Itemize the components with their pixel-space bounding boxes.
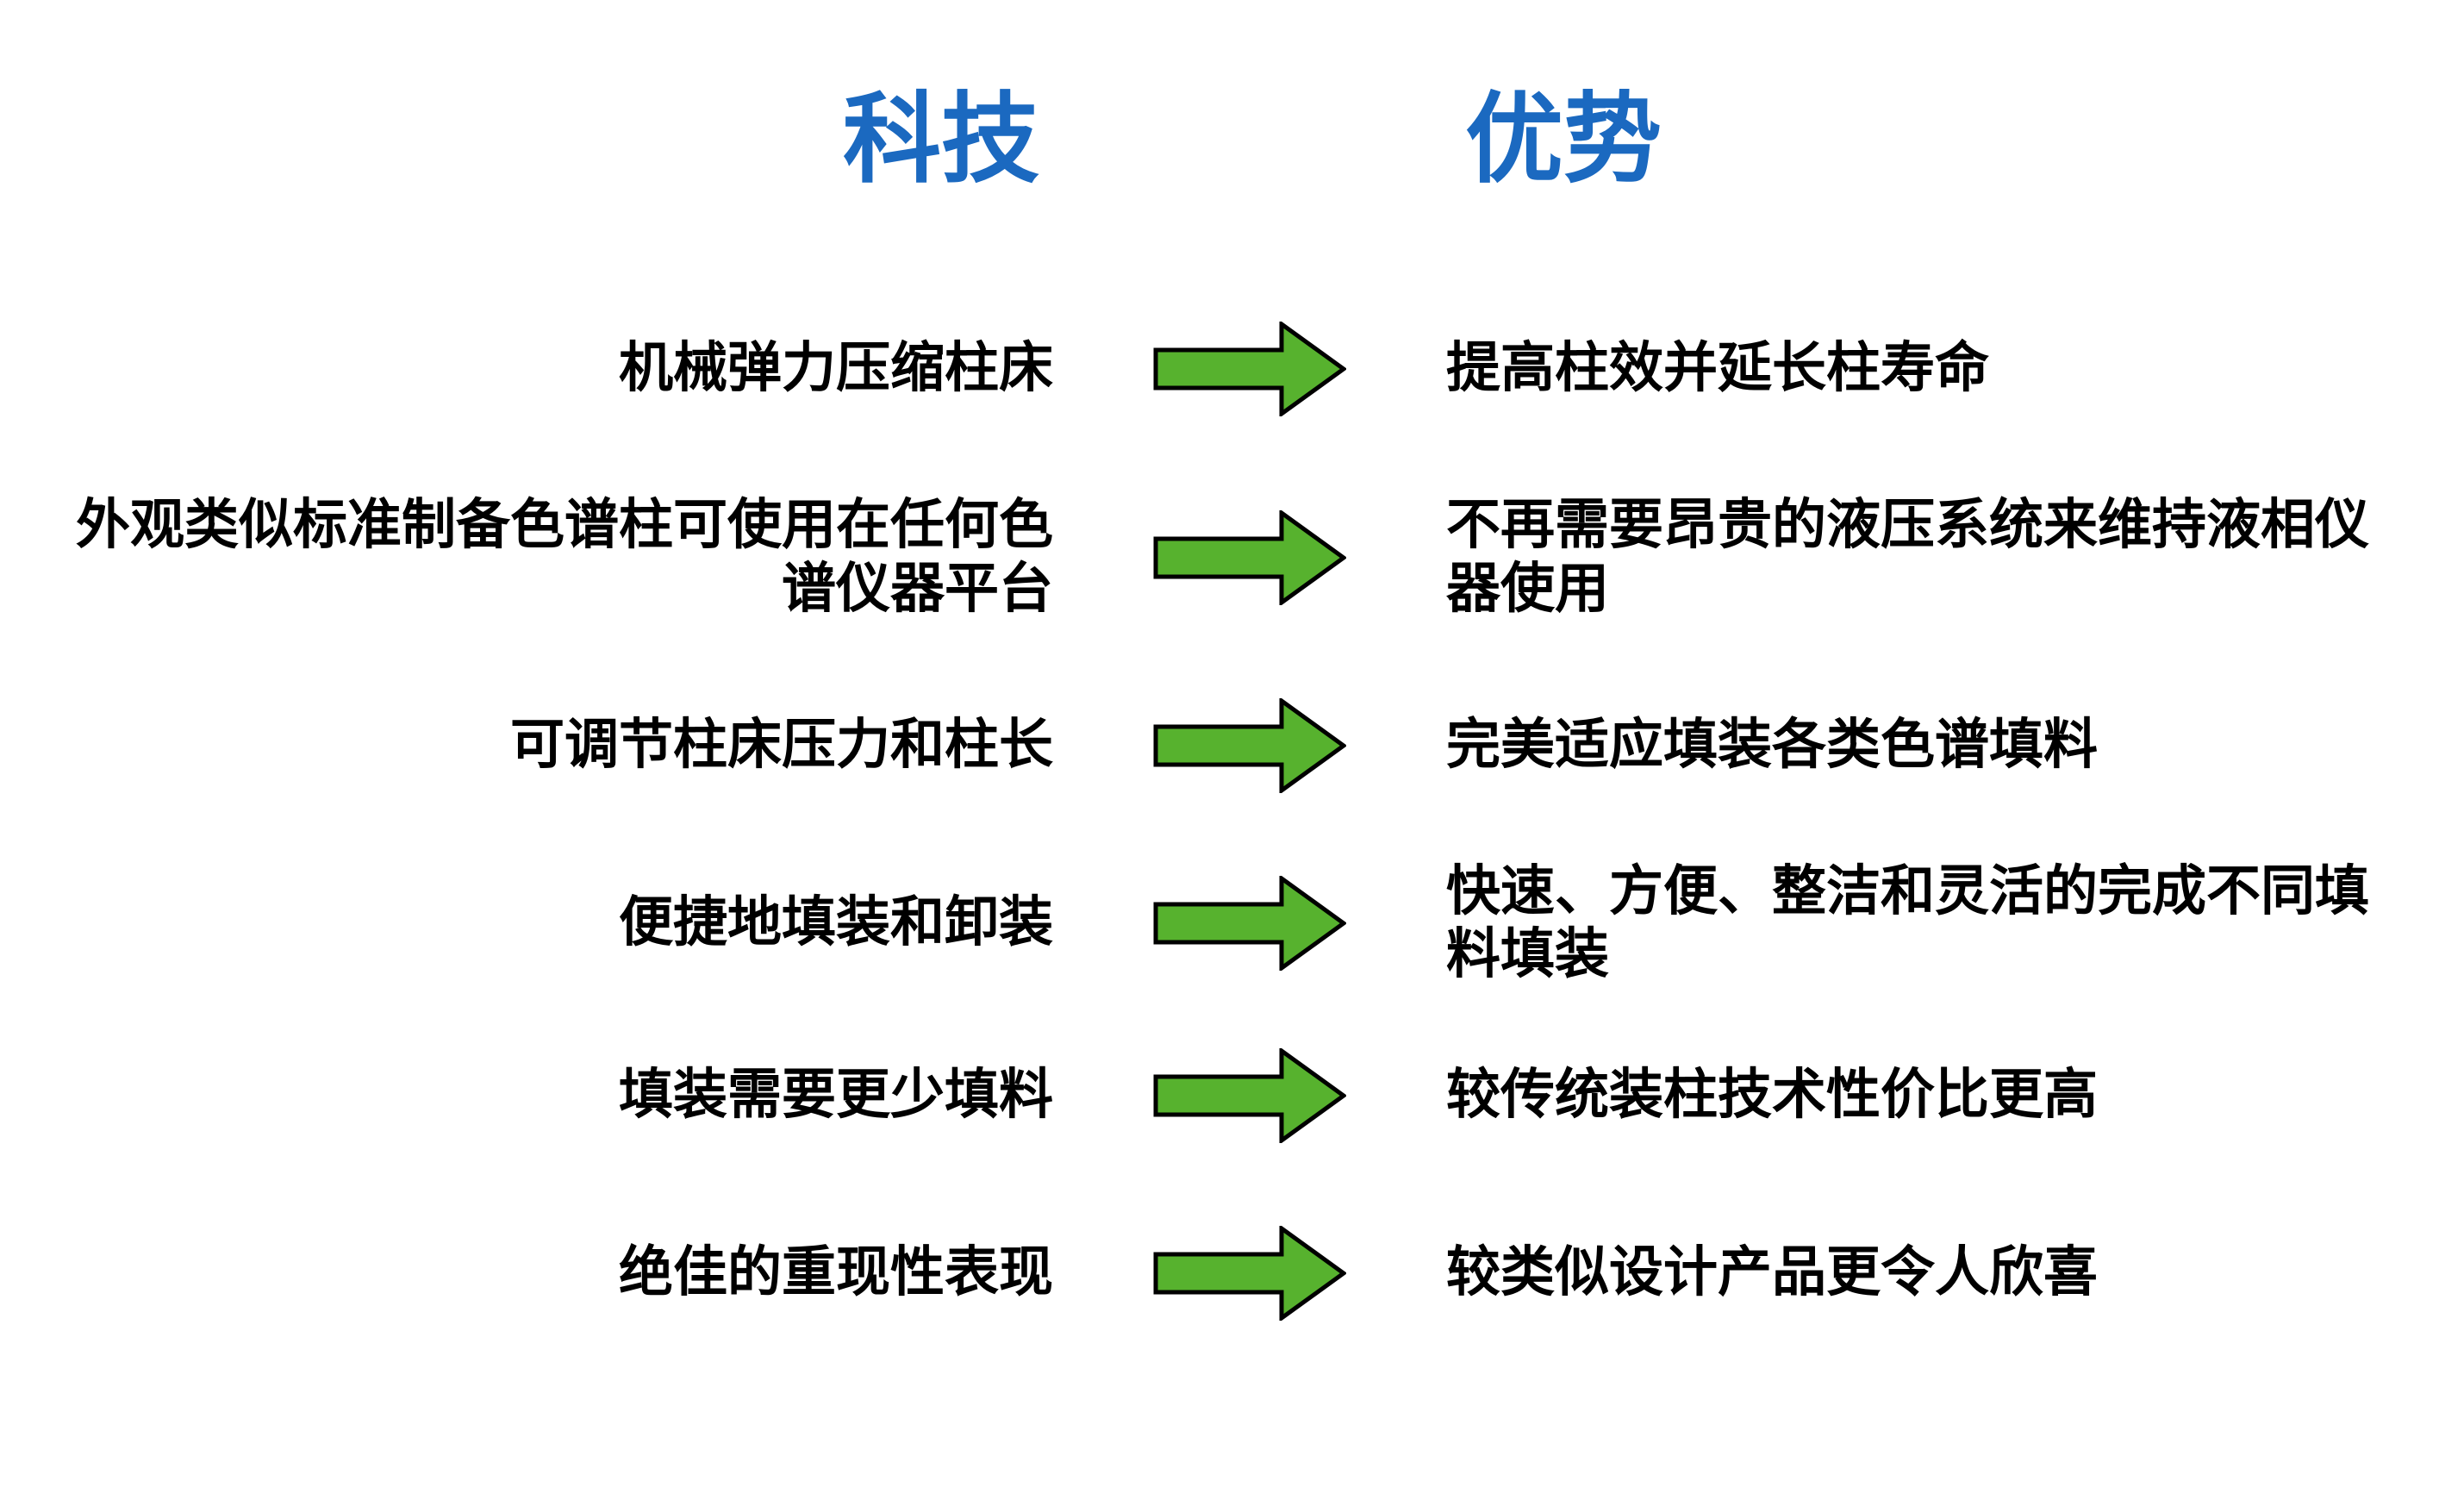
arrow-cell: [1053, 1048, 1446, 1143]
advantage-text: 较类似设计产品更令人欣喜: [1446, 1242, 2098, 1303]
arrow-cell: [1053, 1226, 1446, 1321]
right-arrow-icon: [1153, 876, 1346, 971]
mapping-row-6: 绝佳的重现性表现 较类似设计产品更令人欣喜: [0, 1182, 2464, 1365]
right-arrow-icon: [1153, 698, 1346, 793]
mapping-rows: 机械弹力压缩柱床 提高柱效并延长柱寿命 外观类似标准制备色谱柱可使用在任何色谱仪…: [0, 278, 2464, 1365]
mapping-row-3: 可调节柱床压力和柱长 完美适应填装各类色谱填料: [0, 654, 2464, 837]
arrow-cell: [1053, 876, 1446, 971]
column-header-technology: 科技: [842, 85, 1039, 196]
column-header-advantage: 优势: [1465, 85, 1662, 196]
advantage-text: 提高柱效并延长柱寿命: [1446, 338, 1989, 399]
right-arrow-icon: [1153, 322, 1346, 416]
header-row: 科技 优势: [0, 0, 2464, 205]
technology-text: 填装需要更少填料: [619, 1065, 1053, 1126]
advantage-text: 不再需要昂贵的液压系统来维持液相仪器使用: [1446, 495, 2369, 619]
mapping-row-2: 外观类似标准制备色谱柱可使用在任何色谱仪器平台 不再需要昂贵的液压系统来维持液相…: [0, 460, 2464, 654]
technology-text: 便捷地填装和卸装: [619, 892, 1053, 953]
arrow-cell: [1053, 322, 1446, 416]
mapping-row-4: 便捷地填装和卸装 快速、方便、整洁和灵活的完成不同填料填装: [0, 837, 2464, 1009]
advantage-text: 快速、方便、整洁和灵活的完成不同填料填装: [1446, 860, 2369, 984]
technology-text: 机械弹力压缩柱床: [619, 338, 1053, 399]
technology-text: 绝佳的重现性表现: [619, 1242, 1053, 1303]
advantage-text: 完美适应填装各类色谱填料: [1446, 715, 2098, 776]
arrow-cell: [1053, 698, 1446, 793]
advantage-text: 较传统装柱技术性价比更高: [1446, 1065, 2098, 1126]
right-arrow-icon: [1153, 509, 1346, 605]
right-arrow-icon: [1153, 1048, 1346, 1143]
mapping-row-5: 填装需要更少填料 较传统装柱技术性价比更高: [0, 1009, 2464, 1182]
right-arrow-icon: [1153, 1226, 1346, 1321]
technology-text: 可调节柱床压力和柱长: [510, 715, 1053, 776]
technology-text: 外观类似标准制备色谱柱可使用在任何色谱仪器平台: [76, 495, 1053, 619]
mapping-row-1: 机械弹力压缩柱床 提高柱效并延长柱寿命: [0, 278, 2464, 460]
arrow-cell: [1053, 509, 1446, 605]
